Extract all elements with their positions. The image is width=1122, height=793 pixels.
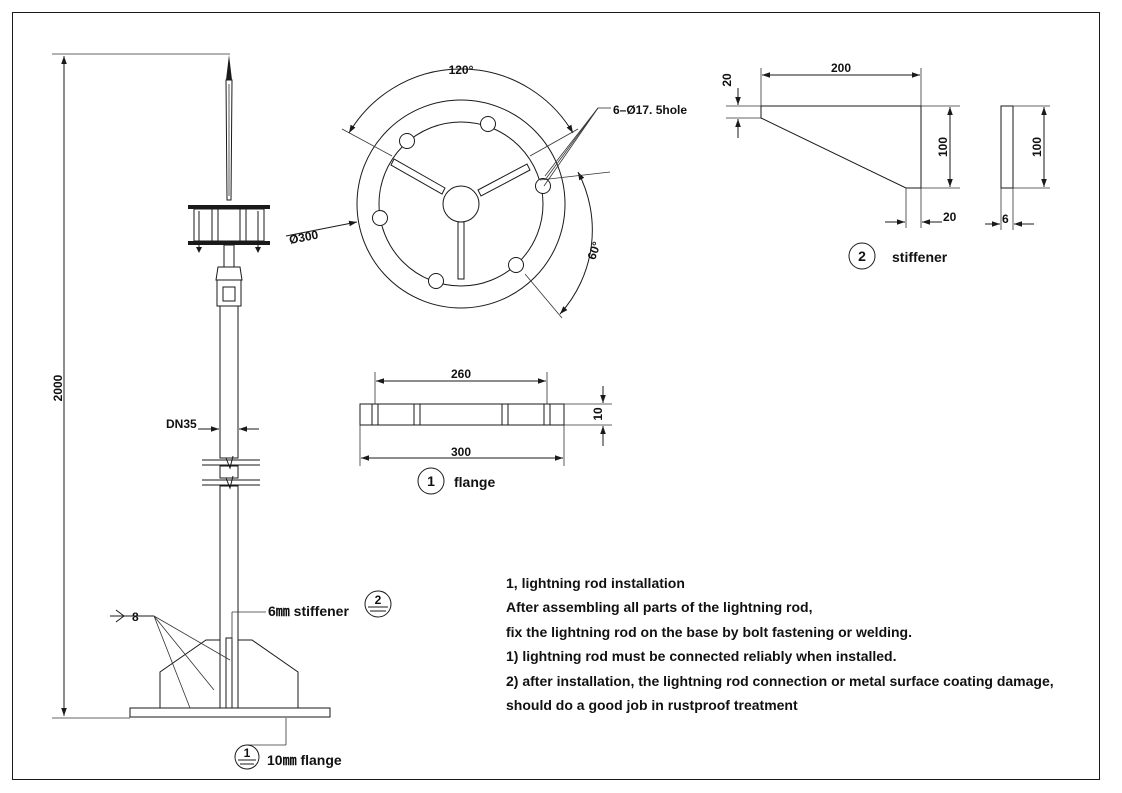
stiffener-bottom-width-label: 20 <box>943 210 957 224</box>
stiffener-callout: 6㎜ stiffener <box>268 603 349 619</box>
flange-callout: 10㎜ flange <box>267 752 342 768</box>
pipe-hole <box>442 185 480 223</box>
stiffener-profile <box>760 105 922 189</box>
flange-ref-circle <box>234 744 260 770</box>
adapter-body <box>216 279 242 307</box>
stiffener-caption: stiffener <box>892 249 948 265</box>
stiffener-top-height-label: 20 <box>720 73 734 87</box>
flange-caption-circle <box>417 467 445 495</box>
mast-pipe <box>202 305 260 711</box>
note-line: 1) lightning rod must be connected relia… <box>506 648 897 665</box>
stiffener-side-view <box>1000 105 1014 189</box>
slot-bottom <box>457 221 465 280</box>
note-line: fix the lightning rod on the base by bol… <box>506 623 912 640</box>
outer-span-label: 300 <box>451 445 471 459</box>
flange-caption-number: 1 <box>427 473 435 489</box>
drawing-border <box>12 12 1100 780</box>
slot-right <box>477 163 531 197</box>
weld-size: 8 <box>132 610 139 624</box>
slot-left <box>390 158 446 195</box>
flange-section-body <box>359 403 565 426</box>
stiffener-plate <box>225 637 233 711</box>
base-flange <box>129 707 331 718</box>
diameter-label: Ø300 <box>288 228 320 247</box>
stiffener-caption-circle <box>848 242 876 270</box>
stiffener-detail-view: 200 20 100 20 100 6 2 stiffener <box>720 61 1050 270</box>
rod-tip <box>226 55 232 80</box>
angle-60-label: 60° <box>585 240 604 262</box>
stiffener-height-label: 100 <box>936 137 950 157</box>
note-line: should do a good job in rustproof treatm… <box>506 697 798 714</box>
installation-notes: 1, lightning rod installation After asse… <box>506 571 1106 717</box>
flange-caption: flange <box>454 474 495 490</box>
stiffener-width-label: 200 <box>831 61 851 75</box>
stiffener-caption-number: 2 <box>858 248 866 264</box>
height-dimension: 2000 <box>51 374 65 401</box>
base-assembly <box>129 637 331 718</box>
flange-plan-view: 120° 60° 6–Ø17. 5hole Ø300 <box>285 63 687 319</box>
stiffener-side-height-label: 100 <box>1030 137 1044 157</box>
note-title: 1, lightning rod installation <box>506 575 685 591</box>
flange-section-view: 260 300 10 1 flange <box>359 367 612 495</box>
discharge-head <box>188 205 270 253</box>
flange-inner-circle <box>378 121 544 287</box>
thickness-label: 10 <box>591 407 605 421</box>
pipe-size-label: DN35 <box>166 417 197 431</box>
note-line: 2) after installation, the lightning rod… <box>506 672 1054 689</box>
stiffener-thickness-label: 6 <box>1002 212 1009 226</box>
stiffener-ref-number: 2 <box>375 593 382 607</box>
inner-span-label: 260 <box>451 367 471 381</box>
note-line: After assembling all parts of the lightn… <box>506 599 813 616</box>
adapter-cone <box>215 266 243 281</box>
hole-spec-label: 6–Ø17. 5hole <box>613 103 687 117</box>
main-elevation-view: 2000 <box>51 53 392 770</box>
connector-stem <box>223 244 235 268</box>
angle-120-label: 120° <box>449 63 474 77</box>
flange-ref-number: 1 <box>244 746 251 760</box>
